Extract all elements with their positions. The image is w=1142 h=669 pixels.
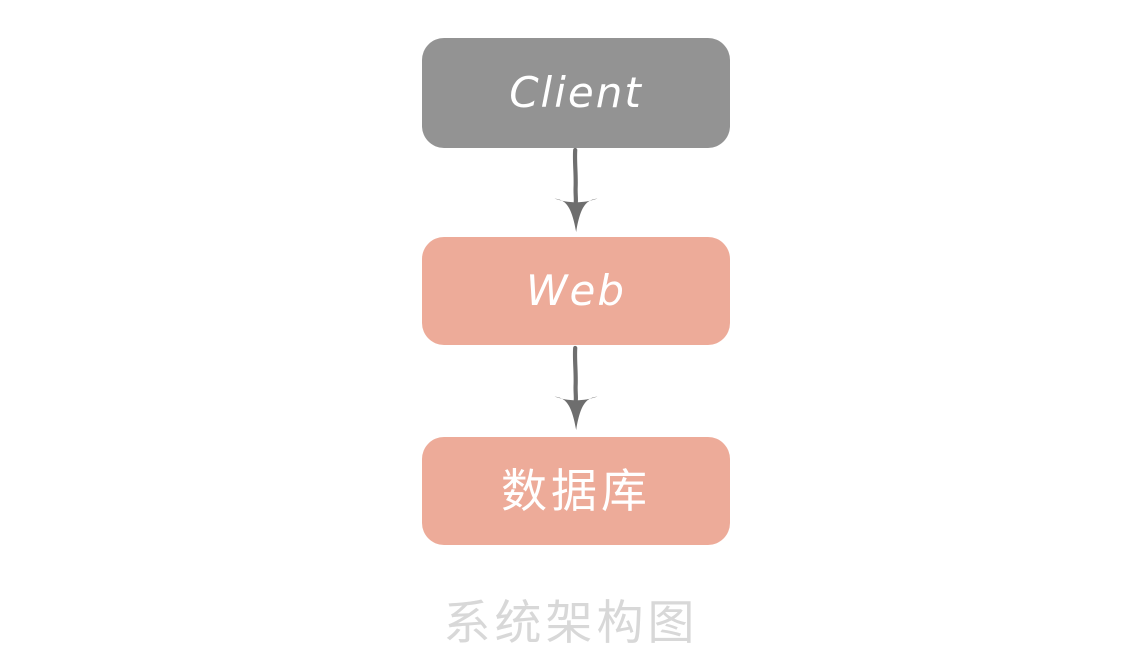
node-database[interactable]: 数据库: [422, 437, 730, 545]
node-client[interactable]: Client: [422, 38, 730, 148]
node-web-label: Web: [525, 266, 627, 315]
arrow-web-to-database-icon: [554, 345, 598, 430]
arrow-client-to-web: [551, 147, 601, 238]
node-client-label: Client: [509, 68, 643, 117]
node-database-label: 数据库: [501, 464, 651, 518]
node-web[interactable]: Web: [422, 237, 730, 345]
arrow-web-to-database: [551, 345, 601, 437]
diagram-caption: 系统架构图: [443, 596, 699, 651]
arrow-client-to-web-icon: [554, 147, 598, 232]
